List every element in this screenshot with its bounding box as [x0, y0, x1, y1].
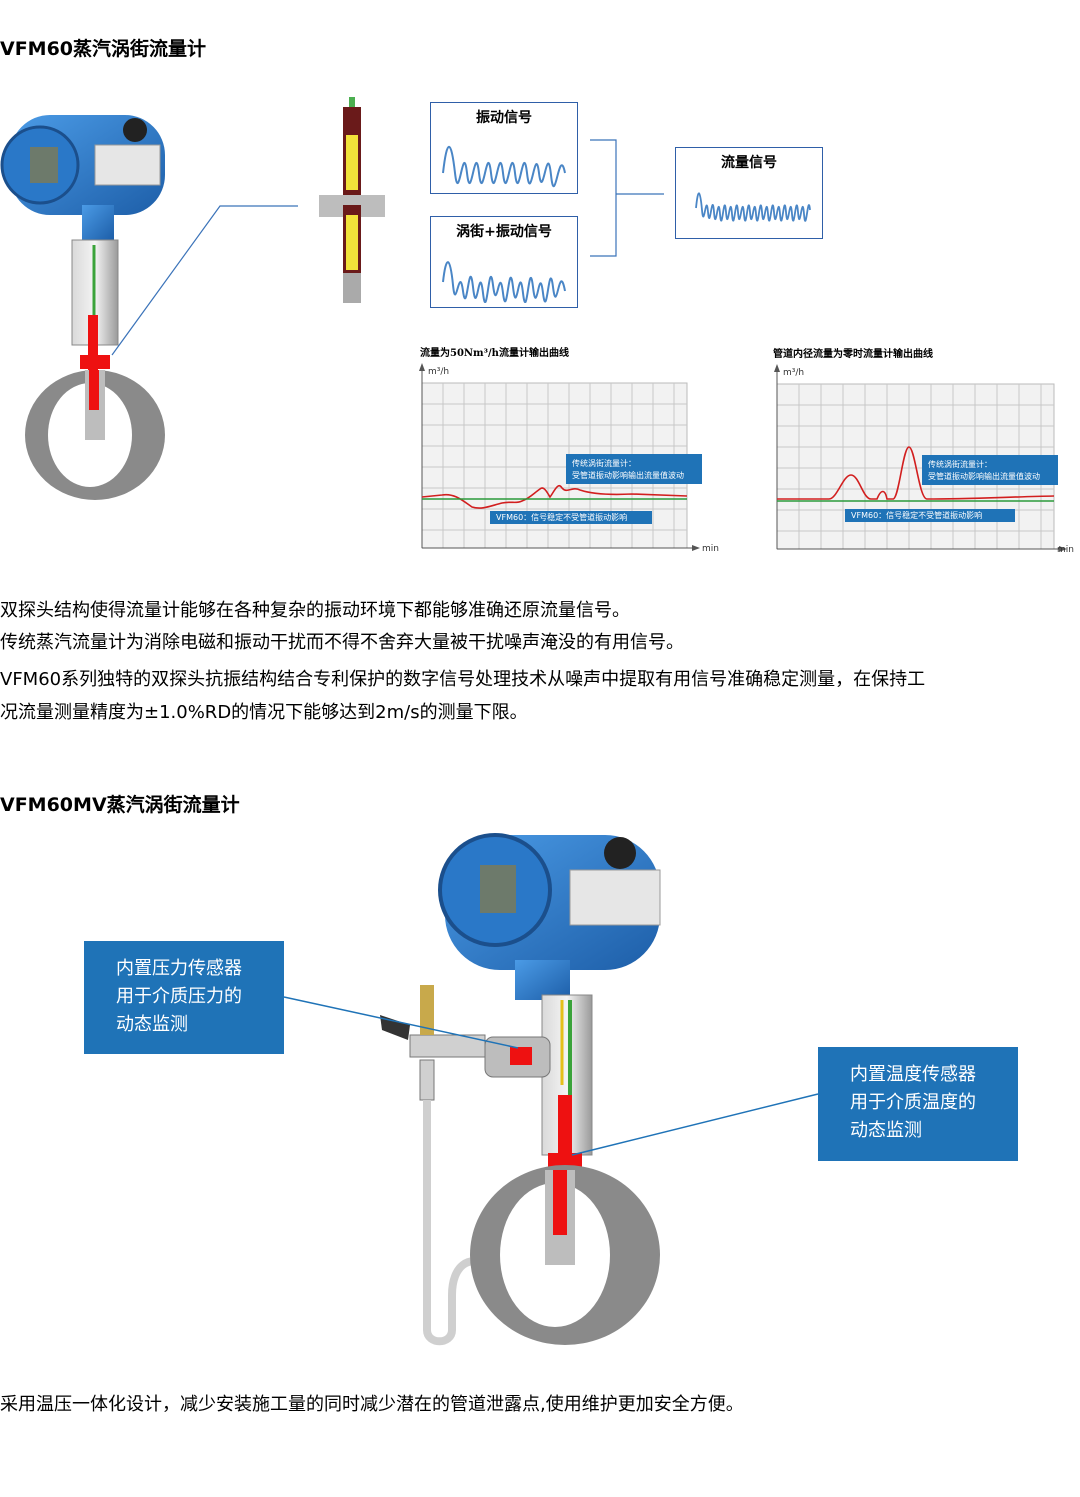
vibration-wave [442, 146, 566, 188]
dual-probe-diagram [319, 97, 385, 303]
section1-paragraph-4: 况流量测量精度为±1.0%RD的情况下能够达到2m/s的测量下限。 [0, 702, 528, 723]
section1-title: VFM60蒸汽涡街流量计 [0, 38, 207, 60]
temperature-sensor-callout: 内置温度传感器 用于介质温度的 动态监测 [818, 1047, 1018, 1161]
right-chart-traditional-text-2: 受管道振动影响输出流量值波动 [928, 471, 1040, 481]
flow-wave [695, 192, 811, 222]
left-chart-traditional-text-2: 受管道振动影响输出流量值波动 [572, 470, 684, 480]
right-chart-title: 管道内径流量为零时流量计输出曲线 [773, 349, 933, 360]
left-chart-y-unit: m³/h [428, 367, 449, 377]
signal-merge-bracket [590, 139, 664, 257]
flow-signal-box: 流量信号 [675, 147, 823, 239]
right-chart-traditional-text-1: 传统涡街流量计： [928, 459, 992, 469]
vortex-vibration-signal-label: 涡街+振动信号 [456, 224, 552, 240]
vfm60mv-device-illustration [380, 833, 661, 1346]
temp-callout-line-2: 用于介质温度的 [850, 1092, 976, 1113]
left-chart-traditional-curve [421, 484, 688, 509]
vibration-signal-label: 振动信号 [476, 110, 532, 126]
callout-pointer-lines [283, 996, 819, 1156]
left-chart-title: 流量为50Nm³/h流量计输出曲线 [420, 348, 569, 359]
left-chart-traditional-text-1: 传统涡街流量计： [572, 458, 636, 468]
right-chart-y-unit: m³/h [783, 368, 804, 378]
right-chart-x-unit: min [1057, 545, 1074, 555]
pressure-callout-line-1: 内置压力传感器 [116, 958, 242, 979]
left-chart-vfm60-box [490, 511, 652, 524]
right-chart-traditional-curve [777, 446, 1055, 500]
vortex-vibration-signal-box: 涡街+振动信号 [430, 216, 578, 308]
connector-line [111, 205, 298, 356]
pressure-callout-line-3: 动态监测 [116, 1014, 188, 1035]
right-chart-vfm60-box [845, 509, 1015, 522]
section2-paragraph: 采用温压一体化设计，减少安装施工量的同时减少潜在的管道泄露点,使用维护更加安全方… [0, 1394, 744, 1415]
section1-paragraph-3: VFM60系列独特的双探头抗振结构结合专利保护的数字信号处理技术从噪声中提取有用… [0, 669, 926, 690]
left-chart-x-unit: min [702, 544, 719, 554]
section1-paragraph-1: 双探头结构使得流量计能够在各种复杂的振动环境下都能够准确还原流量信号。 [0, 600, 630, 621]
right-chart-vfm60-text: VFM60：信号稳定不受管道振动影响 [851, 510, 982, 520]
left-chart-vfm60-text: VFM60：信号稳定不受管道振动影响 [496, 512, 627, 522]
temp-callout-line-1: 内置温度传感器 [850, 1064, 976, 1085]
vibration-signal-box: 振动信号 [430, 102, 578, 194]
pressure-sensor-callout: 内置压力传感器 用于介质压力的 动态监测 [84, 941, 284, 1054]
flow-signal-label: 流量信号 [721, 155, 777, 171]
vortex-vibration-wave [442, 261, 566, 303]
right-chart-traditional-box [922, 455, 1058, 485]
left-chart-traditional-box [566, 454, 702, 484]
section1-paragraph-2: 传统蒸汽流量计为消除电磁和振动干扰而不得不舍弃大量被干扰噪声淹没的有用信号。 [0, 632, 684, 653]
vfm60-device-illustration [0, 115, 165, 500]
temp-callout-line-3: 动态监测 [850, 1120, 922, 1141]
left-chart: m³/h min 传统涡街流量计： 受管道振动影响输出流量值波动 VFM60：信… [419, 363, 719, 554]
pressure-callout-line-2: 用于介质压力的 [116, 986, 242, 1007]
section2-title: VFM60MV蒸汽涡街流量计 [0, 794, 240, 816]
right-chart: m³/h min 传统涡街流量计： 受管道振动影响输出流量值波动 VFM60：信… [774, 364, 1074, 555]
